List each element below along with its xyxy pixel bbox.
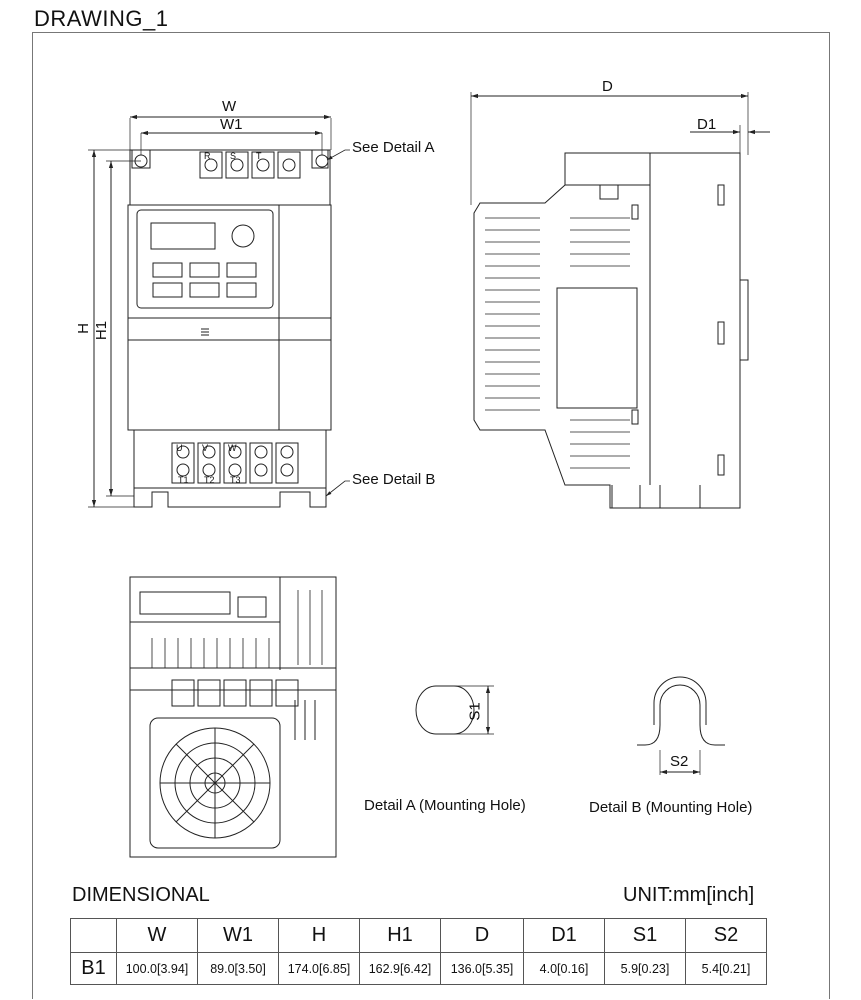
s2-label: S2 — [670, 753, 689, 770]
vent-slots — [485, 217, 630, 469]
detail-a-caption: Detail A (Mounting Hole) — [364, 797, 526, 814]
terminal-s-label: S — [230, 151, 237, 161]
side-view — [470, 92, 770, 509]
table-header-cell: D — [440, 918, 524, 953]
s1-label: S1 — [466, 702, 484, 721]
table-cell: 136.0[5.35] — [440, 952, 524, 985]
dimensional-heading: DIMENSIONAL — [72, 884, 210, 906]
bottom-fins — [151, 590, 323, 668]
bottom-terminal-block — [133, 429, 327, 489]
table-header-cell: W1 — [197, 918, 279, 953]
table-header-cell: H — [278, 918, 360, 953]
mounting-hole-icon — [415, 685, 475, 735]
drawing-frame — [32, 32, 830, 999]
keypad-panel — [136, 209, 274, 309]
knob-icon — [231, 224, 255, 248]
detail-b-caption: Detail B (Mounting Hole) — [589, 799, 753, 816]
table-cell: 174.0[6.85] — [278, 952, 360, 985]
d1-label: D1 — [697, 116, 717, 133]
table-header-cell: S2 — [685, 918, 767, 953]
table-row: B1 100.0[3.94] 89.0[3.50] 174.0[6.85] 16… — [70, 952, 767, 985]
table-cell: 5.4[0.21] — [685, 952, 767, 985]
table-cell: 162.9[6.42] — [359, 952, 441, 985]
see-detail-a-callout: See Detail A — [352, 139, 435, 156]
table-cell: 4.0[0.16] — [523, 952, 605, 985]
table-header-cell: S1 — [604, 918, 686, 953]
terminal-t3-label: T3 — [230, 475, 241, 485]
table-header-cell — [70, 918, 117, 953]
table-header-cell: D1 — [523, 918, 605, 953]
terminal-t2-label: T2 — [204, 475, 215, 485]
bottom-terminals — [171, 442, 299, 484]
detail-a-drawing — [415, 685, 494, 735]
drawing-title: DRAWING_1 — [34, 6, 169, 31]
top-terminals — [199, 151, 301, 179]
model-cell: B1 — [70, 952, 117, 985]
terminal-u-label: U — [176, 443, 183, 453]
w-label: W — [222, 98, 237, 115]
table-cell: 100.0[3.94] — [116, 952, 198, 985]
unit-label: UNIT:mm[inch] — [623, 884, 755, 906]
table-header-cell: H1 — [359, 918, 441, 953]
bottom-body — [129, 576, 337, 858]
h-label: H — [74, 323, 92, 334]
terminal-t1-label: T1 — [178, 475, 189, 485]
side-label-area — [556, 287, 638, 409]
h1-label: H1 — [93, 320, 111, 341]
d-label: D — [602, 78, 613, 95]
bottom-view — [129, 576, 337, 858]
fan-guard — [149, 717, 281, 849]
side-body — [473, 152, 741, 509]
rj45-port-icon — [237, 596, 267, 618]
mounting-slot-icon — [659, 684, 725, 746]
terminal-w-label: W — [228, 443, 237, 453]
table-cell: 89.0[3.50] — [197, 952, 279, 985]
table-cell: 5.9[0.23] — [604, 952, 686, 985]
detail-b-drawing — [637, 676, 725, 775]
terminal-r-label: R — [204, 151, 211, 161]
front-view — [88, 114, 350, 508]
dimension-table: W W1 H H1 D D1 S1 S2 B1 100.0[3.94] 89.0… — [70, 918, 767, 985]
w1-label: W1 — [220, 116, 243, 133]
table-header-cell: W — [116, 918, 198, 953]
display-window — [150, 222, 216, 250]
table-header-row: W W1 H H1 D D1 S1 S2 — [70, 918, 767, 953]
terminal-v-label: V — [202, 443, 209, 453]
terminal-t-label: T — [256, 151, 262, 161]
see-detail-b-callout: See Detail B — [352, 471, 436, 488]
